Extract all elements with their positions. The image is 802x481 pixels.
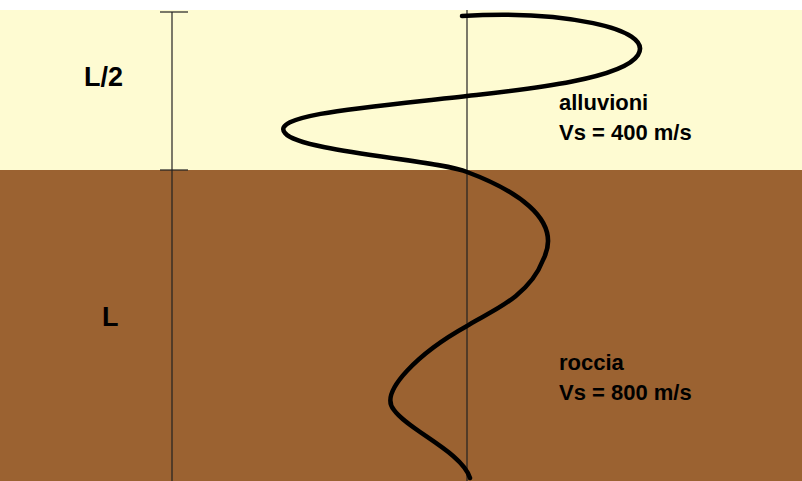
- dimension-label: L: [102, 302, 119, 333]
- axis-line: [466, 10, 467, 481]
- dimension-label: L/2: [84, 62, 123, 93]
- dimension-tick: [160, 169, 188, 170]
- velocity-value: Vs = 800 m/s: [556, 378, 695, 408]
- dimension-line: [171, 12, 172, 481]
- layer-name: alluvioni: [556, 88, 651, 118]
- layer-name: roccia: [556, 348, 627, 378]
- rock-band-fill: [0, 170, 802, 481]
- rock-layer: rocciaVs = 800 m/s: [0, 170, 802, 481]
- dimension-tick: [160, 11, 188, 12]
- velocity-value: Vs = 400 m/s: [556, 118, 695, 148]
- alluvium-band-fill: [0, 10, 802, 170]
- shear-wave-curve: [283, 15, 640, 478]
